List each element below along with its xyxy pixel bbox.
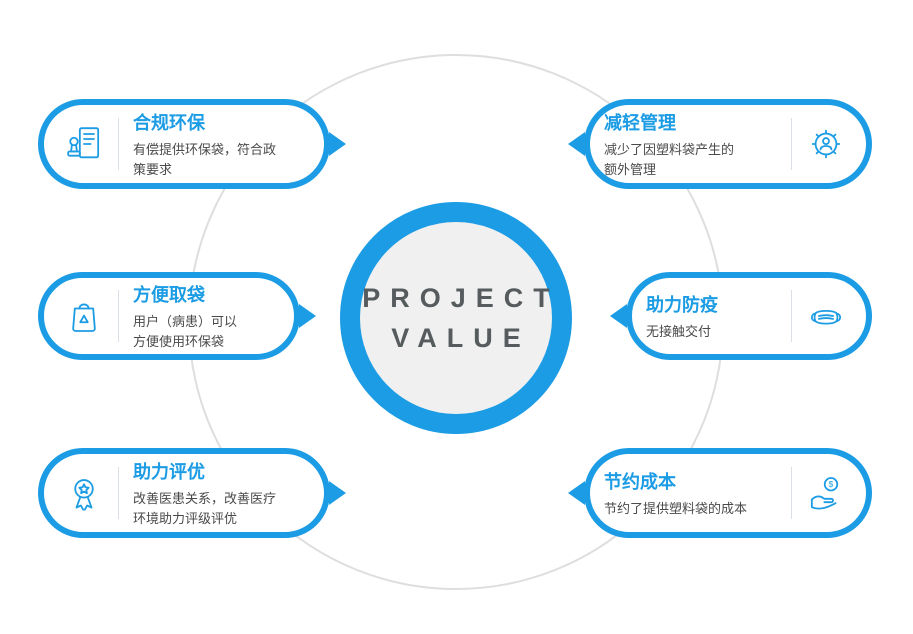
coin-hand-icon: $: [806, 473, 846, 513]
value-card-convenience: 方便取袋 用户（病患）可以方便使用环保袋: [38, 272, 316, 360]
divider: [791, 467, 792, 519]
divider: [791, 290, 792, 342]
value-card-management: 减轻管理 减少了因塑料袋产生的额外管理: [568, 99, 872, 189]
card-desc: 改善医患关系，改善医疗环境助力评级评优: [133, 491, 277, 526]
divider: [118, 467, 119, 519]
card-desc: 节约了提供塑料袋的成本: [604, 500, 748, 516]
card-title: 减轻管理: [604, 113, 676, 133]
gear-user-icon: [806, 124, 846, 164]
center-title-line1: PROJECT: [362, 282, 560, 313]
value-card-rating: 助力评优 改善医患关系，改善医疗环境助力评级评优: [38, 448, 346, 538]
card-title: 助力评优: [133, 462, 205, 482]
medal-icon: [64, 473, 104, 513]
mask-icon: [806, 296, 846, 336]
card-title: 合规环保: [133, 113, 205, 133]
stamp-icon: [64, 124, 104, 164]
card-desc: 减少了因塑料袋产生的额外管理: [604, 142, 735, 177]
value-card-compliance: 合规环保 有偿提供环保袋，符合政策要求: [38, 99, 346, 189]
svg-text:$: $: [829, 479, 834, 489]
card-desc: 用户（病患）可以方便使用环保袋: [133, 314, 238, 349]
card-desc: 无接触交付: [646, 323, 712, 339]
card-title: 方便取袋: [133, 285, 205, 305]
card-title: 节约成本: [604, 471, 676, 492]
value-card-cost: 节约成本 节约了提供塑料袋的成本 $: [568, 448, 872, 538]
center-title-line2: VALUE: [391, 323, 531, 353]
divider: [791, 118, 792, 170]
card-desc: 有偿提供环保袋，符合政策要求: [133, 142, 277, 177]
recycle-bag-icon: [64, 296, 104, 336]
card-title: 助力防疫: [646, 294, 718, 315]
divider: [118, 290, 119, 342]
center-circle: PROJECT VALUE: [340, 202, 572, 434]
value-card-epidemic: 助力防疫 无接触交付: [610, 272, 872, 360]
divider: [118, 118, 119, 170]
